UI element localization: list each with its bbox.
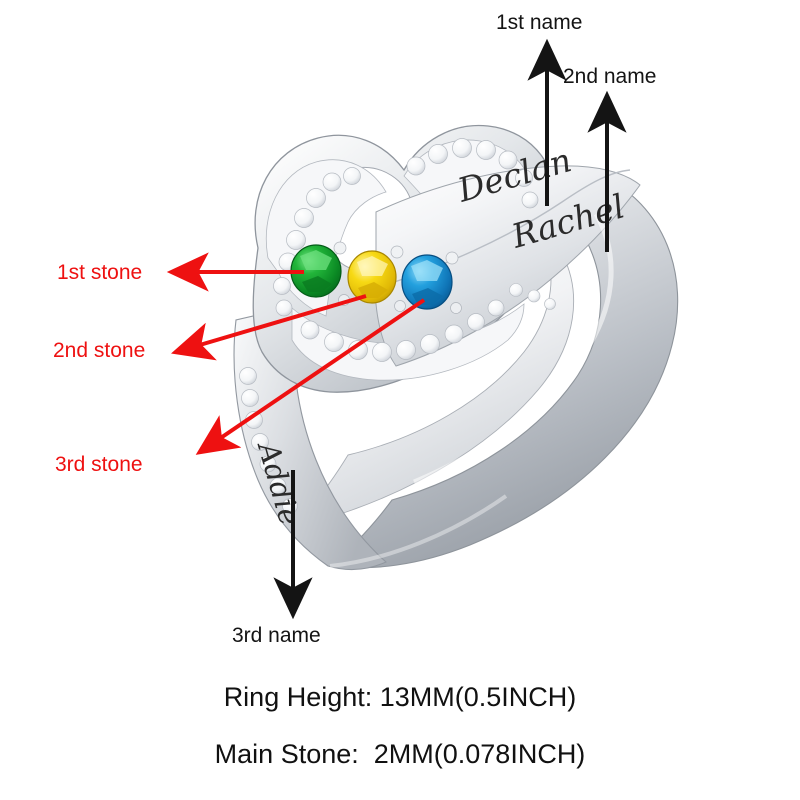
arrow-second-stone <box>171 294 367 361</box>
label-third-name: 3rd name <box>232 624 321 647</box>
birthstone-blue <box>401 254 453 310</box>
spec-main-stone: Main Stone: 2MM(0.078INCH) <box>214 739 586 769</box>
ring-body: Declan Rachel Addie <box>233 124 679 571</box>
spec-ring-height: Ring Height: 13MM(0.5INCH) <box>223 682 577 712</box>
ring-shoulder-left <box>233 305 387 571</box>
label-second-name: 2nd name <box>563 65 657 88</box>
stone-prongs <box>333 241 462 314</box>
band-highlight-2 <box>329 494 508 568</box>
birthstone-green <box>290 244 342 298</box>
label-first-stone: 1st stone <box>57 261 143 284</box>
birthstone-yellow <box>347 250 397 304</box>
band-highlight-1 <box>413 212 614 485</box>
arrow-third-stone <box>195 298 426 455</box>
callout-arrows <box>166 38 627 620</box>
label-first-name: 1st name <box>496 11 583 34</box>
label-third-stone: 3rd stone <box>55 453 143 476</box>
specifications: Ring Height: 13MM(0.5INCH) Main Stone: 2… <box>0 684 800 768</box>
label-second-stone: 2nd stone <box>53 339 146 362</box>
